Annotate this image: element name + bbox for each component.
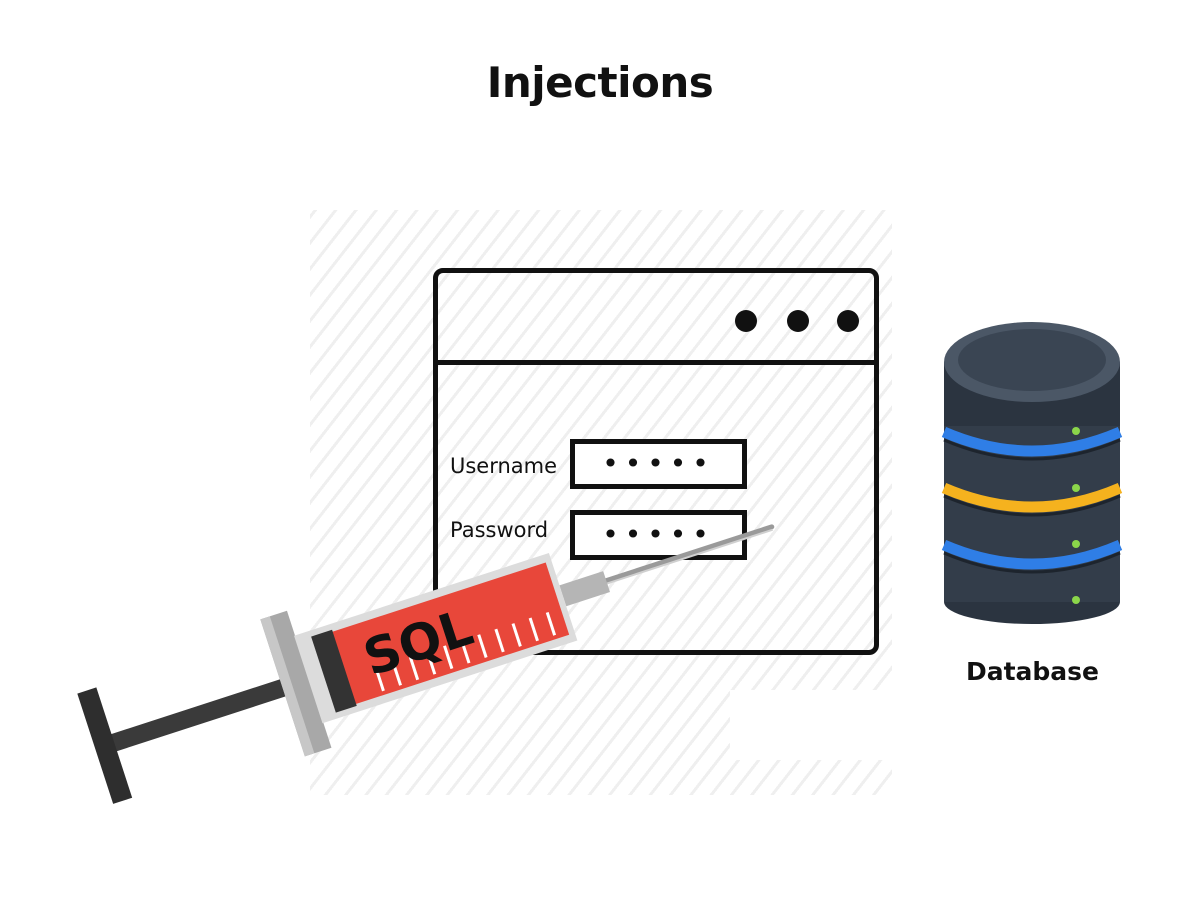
password-field[interactable]: ••••• [570,510,747,560]
username-label: Username [450,454,558,478]
background-cutout [730,690,895,760]
window-title-bar [438,273,874,365]
password-label: Password [450,518,549,542]
username-field[interactable]: ••••• [570,439,747,489]
username-masked-value: ••••• [602,447,715,480]
window-dot-icon [735,310,757,332]
database-label: Database [965,657,1100,686]
page-title: Injections [486,58,714,107]
browser-window [433,268,879,655]
password-masked-value: ••••• [602,518,715,551]
window-dot-icon [837,310,859,332]
window-dot-icon [787,310,809,332]
